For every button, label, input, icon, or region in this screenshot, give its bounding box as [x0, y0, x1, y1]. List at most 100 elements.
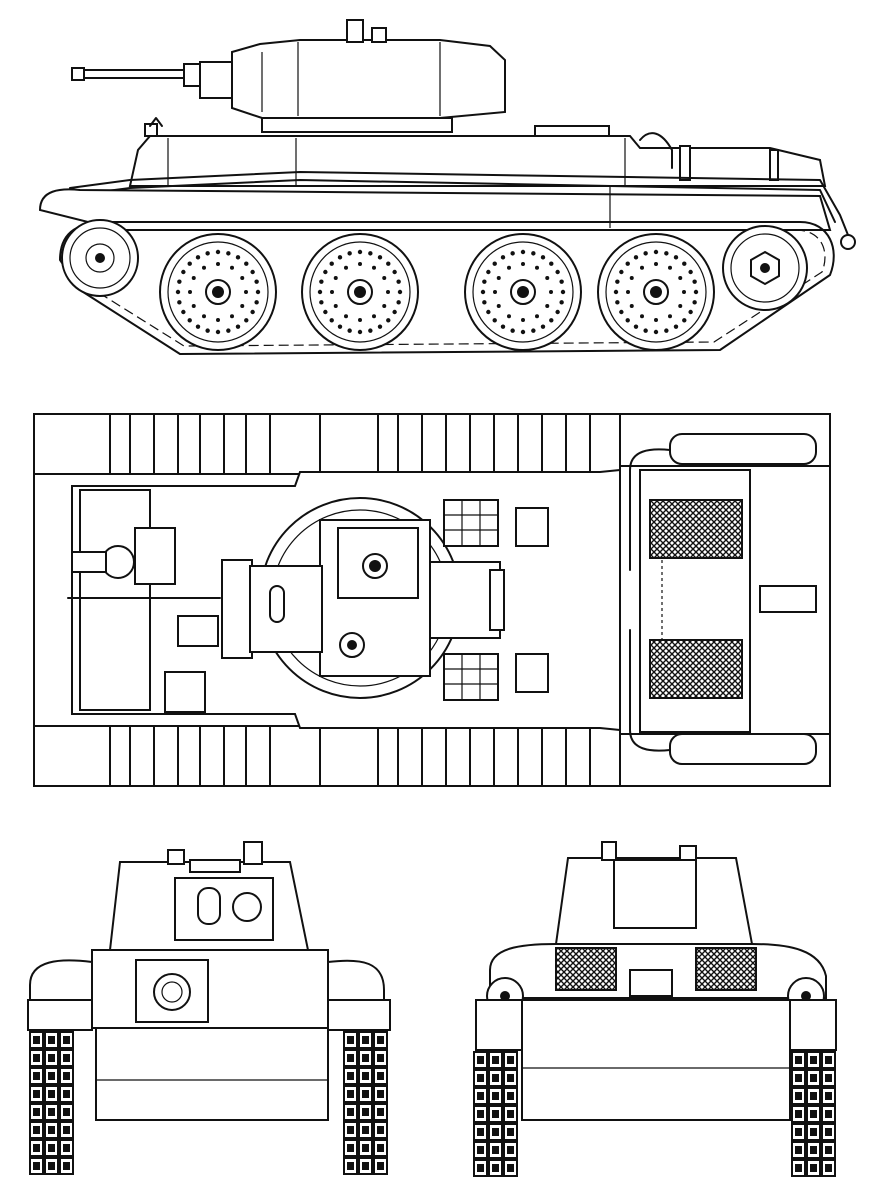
rear-track-left	[473, 1051, 518, 1177]
track-link-hole	[48, 1144, 55, 1152]
fender-plate	[33, 725, 111, 787]
track-link-hole	[810, 1146, 817, 1154]
track-link-hole	[63, 1126, 70, 1134]
fender-bottom	[33, 725, 621, 787]
fender-plate	[541, 725, 567, 787]
fender-plate	[421, 725, 447, 787]
fender-plate	[33, 413, 111, 475]
track-link-hole	[347, 1144, 354, 1152]
track-link-hole	[795, 1074, 802, 1082]
track-link-hole	[347, 1108, 354, 1116]
fender-plate	[469, 413, 495, 475]
rear-track-right	[791, 1051, 836, 1177]
track-link-hole	[362, 1126, 369, 1134]
track-link-hole	[347, 1126, 354, 1134]
track-link-hole	[492, 1074, 499, 1082]
fender-plate	[109, 725, 131, 787]
fender-plate	[517, 413, 543, 475]
top-vision-grilles	[443, 499, 549, 701]
track-link-hole	[33, 1144, 40, 1152]
track-link-hole	[825, 1092, 832, 1100]
fender-plate	[421, 413, 447, 475]
track-link-hole	[362, 1144, 369, 1152]
fender-plate	[223, 413, 247, 475]
track-link-hole	[507, 1128, 514, 1136]
road-wheel	[464, 233, 582, 351]
track-link-hole	[377, 1090, 384, 1098]
main-gun	[71, 61, 235, 99]
track-link-hole	[825, 1128, 832, 1136]
fender-plate	[397, 725, 423, 787]
engine-deck	[619, 433, 831, 765]
top-turret	[221, 497, 505, 699]
track-link-hole	[507, 1164, 514, 1172]
track-link-hole	[362, 1162, 369, 1170]
track-link-hole	[477, 1164, 484, 1172]
track-link-hole	[825, 1056, 832, 1064]
track-link-hole	[810, 1110, 817, 1118]
track-link-hole	[795, 1110, 802, 1118]
fender-plate	[245, 725, 271, 787]
side-track	[59, 221, 835, 355]
front-track-right	[343, 1031, 388, 1175]
track-link-hole	[507, 1056, 514, 1064]
track-link-hole	[477, 1146, 484, 1154]
track-link-hole	[377, 1108, 384, 1116]
track-link-hole	[492, 1146, 499, 1154]
fender-plate	[177, 725, 201, 787]
track-link-hole	[477, 1128, 484, 1136]
track-link-hole	[347, 1090, 354, 1098]
fender-plate	[565, 725, 591, 787]
track-link-hole	[48, 1126, 55, 1134]
fender-plate	[377, 725, 399, 787]
track-link-hole	[377, 1072, 384, 1080]
track-link-hole	[48, 1036, 55, 1044]
track-link-hole	[63, 1162, 70, 1170]
track-link-hole	[48, 1090, 55, 1098]
track-link-hole	[347, 1054, 354, 1062]
side-turret	[231, 19, 506, 133]
rear-view	[473, 841, 837, 1177]
track-link-hole	[507, 1146, 514, 1154]
track-link-hole	[33, 1072, 40, 1080]
fender-plate	[269, 725, 321, 787]
track-link-hole	[507, 1092, 514, 1100]
road-wheel	[159, 233, 277, 351]
fender-plate	[565, 413, 591, 475]
fender-plate	[177, 413, 201, 475]
track-link-hole	[362, 1090, 369, 1098]
track-link-hole	[33, 1108, 40, 1116]
side-hull	[38, 117, 856, 250]
track-link-hole	[492, 1056, 499, 1064]
track-link-hole	[492, 1110, 499, 1118]
fender-plate	[397, 413, 423, 475]
fender-plate	[109, 413, 131, 475]
front-view	[27, 841, 391, 1175]
track-link-hole	[810, 1056, 817, 1064]
track-link-hole	[33, 1090, 40, 1098]
fender-plate	[493, 725, 519, 787]
track-link-hole	[347, 1036, 354, 1044]
fender-plate	[199, 725, 225, 787]
track-link-hole	[362, 1072, 369, 1080]
fender-plate	[517, 725, 543, 787]
fender-plate	[319, 413, 379, 475]
fender-plate	[269, 413, 321, 475]
track-link-hole	[63, 1090, 70, 1098]
fender-plate	[445, 725, 471, 787]
fender-plate	[589, 725, 621, 787]
road-wheel	[597, 233, 715, 351]
track-link-hole	[63, 1144, 70, 1152]
track-link-hole	[810, 1164, 817, 1172]
track-link-hole	[810, 1128, 817, 1136]
track-link-hole	[377, 1054, 384, 1062]
fender-plate	[319, 725, 379, 787]
track-link-hole	[63, 1036, 70, 1044]
track-link-hole	[377, 1162, 384, 1170]
track-link-hole	[477, 1056, 484, 1064]
track-link-hole	[795, 1146, 802, 1154]
track-link-hole	[362, 1054, 369, 1062]
track-link-hole	[810, 1092, 817, 1100]
